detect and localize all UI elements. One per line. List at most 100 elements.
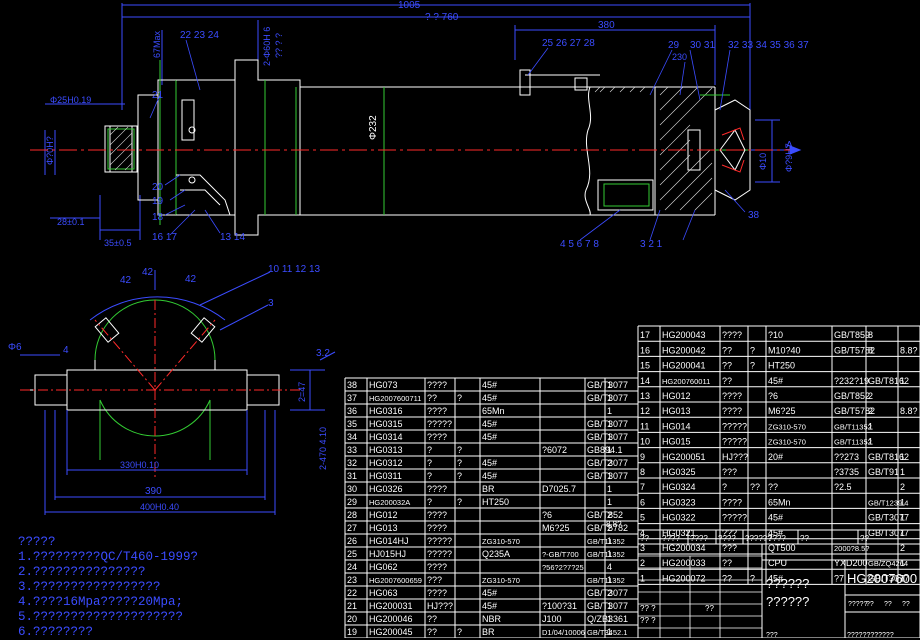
bom-left-extra: 8.8?: [606, 520, 622, 529]
header-cell: ??: [640, 534, 649, 543]
bom-right-cell: GB/T3077: [868, 528, 909, 538]
dim-28: 28±0.1: [57, 217, 84, 227]
bom-right-cell: HG200072: [662, 573, 706, 583]
bom-right-cell: ????: [722, 330, 742, 340]
bom-left-cell: 2: [607, 510, 612, 520]
bom-left-cell: 45#: [482, 471, 497, 481]
bom-left-cell: 4: [607, 562, 612, 572]
dim-2-470: 2-470 4.10: [318, 427, 328, 470]
bom-right-cell: ?: [750, 361, 755, 371]
balloon-3-side: 3: [268, 298, 274, 309]
bom-right-cell: ????: [722, 391, 742, 401]
bom-left-cell: ?????: [427, 549, 452, 559]
bom-left-cell: ?: [457, 471, 462, 481]
bom-right-cell: 1: [900, 376, 905, 386]
bom-left-cell: 30: [347, 484, 357, 494]
bom-left-cell: BR: [482, 627, 495, 637]
header-cell: ??: [800, 534, 809, 543]
dim-42-left: 42: [120, 275, 132, 286]
drawing-number: HG2007600: [847, 571, 917, 586]
bom-right-cell: 20#: [768, 452, 783, 462]
bom-left-cell: HG0311: [369, 471, 402, 481]
bom-left-cell: HG200046: [369, 614, 413, 624]
bom-right-cell: ??: [722, 345, 732, 355]
bom-right-cell: ?: [750, 345, 755, 355]
left-hatch: [109, 126, 133, 171]
bom-right-cell: ?2.5: [834, 482, 852, 492]
bom-left-cell: ?100?31: [542, 601, 577, 611]
bom-left-cell: ????: [427, 484, 447, 494]
notes-line-1: 1.?????????QC/T460-1999?: [18, 550, 199, 564]
bom-right-cell: ZG310-570: [768, 438, 806, 447]
bom-left-cell: 1: [607, 380, 612, 390]
bom-left-cell: 1: [607, 549, 612, 559]
bom-left-cell: 24: [347, 562, 357, 572]
bom-left-cell: ?: [427, 471, 432, 481]
notes-line-5: 5.????????????????????: [18, 610, 184, 624]
balloon-30-31: 30 31: [690, 40, 715, 51]
bom-left-cell: 26: [347, 536, 357, 546]
technical-notes: ????? 1.?????????QC/T460-1999? 2.???????…: [18, 535, 348, 640]
bom-right-cell: 65Mn: [768, 497, 791, 507]
bom-left-cell: HG0326: [369, 484, 403, 494]
bom-right-cell: HG014: [662, 421, 691, 431]
notes-line-2: 2.???????????????: [18, 565, 146, 579]
bom-left-cell: Q235A: [482, 549, 510, 559]
dim-phi6: Φ6: [8, 342, 22, 353]
balloon-38: 38: [748, 210, 760, 221]
bom-right-cell: 2: [900, 543, 905, 553]
bom-left-cell: 33: [347, 445, 357, 455]
bom-right-cell: ???: [722, 543, 737, 553]
bom-left-cell: M6?25: [542, 523, 570, 533]
bom-left-cell: ZG310-570: [482, 537, 520, 546]
header-cell: ????: [768, 534, 786, 543]
notes-line-4: 4.????16Mpa?????20Mpa;: [18, 595, 184, 609]
bom-left-cell: ?: [427, 497, 432, 507]
bom-left-cell: GB/T3077: [587, 380, 628, 390]
bom-left-cell: 45#: [482, 432, 497, 442]
bom-left-cell: 38: [347, 380, 357, 390]
bom-right-cell: HT250: [768, 361, 795, 371]
bom-right-cell: 45#: [768, 513, 783, 523]
bom-right-cell: 1: [900, 513, 905, 523]
bom-right-cell: 1: [868, 421, 873, 431]
dim-400: 400H0.40: [140, 502, 179, 512]
dim-3-2: 3.2: [316, 348, 330, 359]
bom-left-cell: D7025.7: [542, 484, 576, 494]
bom-left-cell: 1: [607, 419, 612, 429]
bom-left-cell: 1: [607, 614, 612, 624]
bom-left-cell: GB/T3077: [587, 393, 628, 403]
bom-left-cell: 1: [607, 471, 612, 481]
scale-cell: ??: [866, 601, 874, 608]
bom-right-cell: ?????: [722, 513, 747, 523]
bom-left-cell: 28: [347, 510, 357, 520]
bom-right-cell: GB/T852: [834, 391, 870, 401]
header-cell: ????: [718, 534, 736, 543]
dim-390: 390: [145, 486, 162, 497]
overall-dimensions: [121, 3, 751, 120]
left-green-detail: [107, 60, 177, 225]
dim-phi232: Φ232: [368, 115, 379, 140]
balloon-10-13: 10 11 12 13: [268, 264, 321, 275]
bom-left-cell: ??: [427, 614, 437, 624]
bom-right-cell: 1: [900, 467, 905, 477]
bom-left-cell: ????: [427, 588, 447, 598]
bom-right-cell: 8: [868, 330, 873, 340]
balloon-20: 20: [152, 182, 164, 193]
header-cell: ??????: [745, 534, 772, 543]
dim-4: 4: [63, 345, 69, 356]
bom-right-cell: 4: [640, 528, 645, 538]
bom-right-cell: HG200041: [662, 361, 706, 371]
bom-right-cell: HG012: [662, 391, 691, 401]
bom-left-cell: ?6: [542, 510, 552, 520]
title-footer-1: ???: [766, 632, 778, 638]
bom-right-cell: 8: [868, 345, 873, 355]
bom-right-cell: 2: [868, 406, 873, 416]
bom-left-cell: 35: [347, 419, 357, 429]
notes-line-6: 6.????????: [18, 625, 94, 639]
bom-left-cell: 45#: [482, 380, 497, 390]
dim-overall-top: 1005: [398, 0, 421, 11]
dim-35: 35±0.5: [104, 238, 131, 248]
bom-left-cell: 2: [607, 458, 612, 468]
